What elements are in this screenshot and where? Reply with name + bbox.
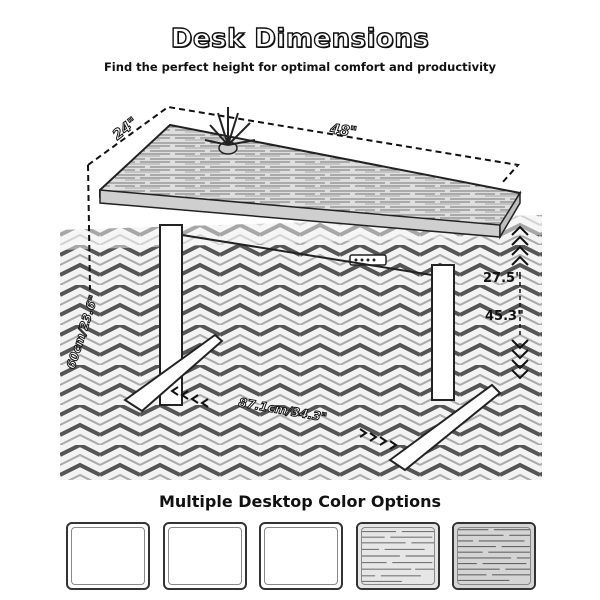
left-foot — [123, 333, 224, 413]
desk-drawing — [60, 105, 542, 480]
color-options-heading: Multiple Desktop Color Options — [158, 492, 441, 511]
page-title: Desk Dimensions — [170, 23, 430, 54]
right-leg — [431, 264, 455, 401]
page-subtitle: Find the perfect height for optimal comf… — [103, 60, 497, 74]
color-swatch-white-3[interactable] — [259, 522, 343, 590]
wood-texture — [357, 524, 438, 588]
color-swatch-list — [66, 522, 536, 592]
color-swatch-light-wood[interactable] — [355, 522, 440, 590]
feet-width-arrows — [170, 386, 398, 450]
plant-icon — [204, 107, 256, 155]
chevron-up-icon — [511, 225, 529, 266]
chevron-down-icon — [511, 339, 529, 380]
dimension-outline — [87, 105, 520, 184]
max-height-label: 45.3" — [485, 309, 524, 324]
min-height-label: 27.5" — [483, 271, 522, 286]
color-swatch-white-1[interactable] — [66, 522, 150, 590]
left-leg — [159, 224, 183, 406]
right-foot — [388, 383, 502, 472]
color-swatch-white-2[interactable] — [162, 522, 247, 590]
wood-texture — [454, 524, 534, 588]
color-swatch-grey-wood[interactable] — [452, 522, 536, 590]
desk-illustration: 24" 48" 27.5" 45.3" 60cm/23.6" 87.1cm/34… — [60, 85, 542, 485]
